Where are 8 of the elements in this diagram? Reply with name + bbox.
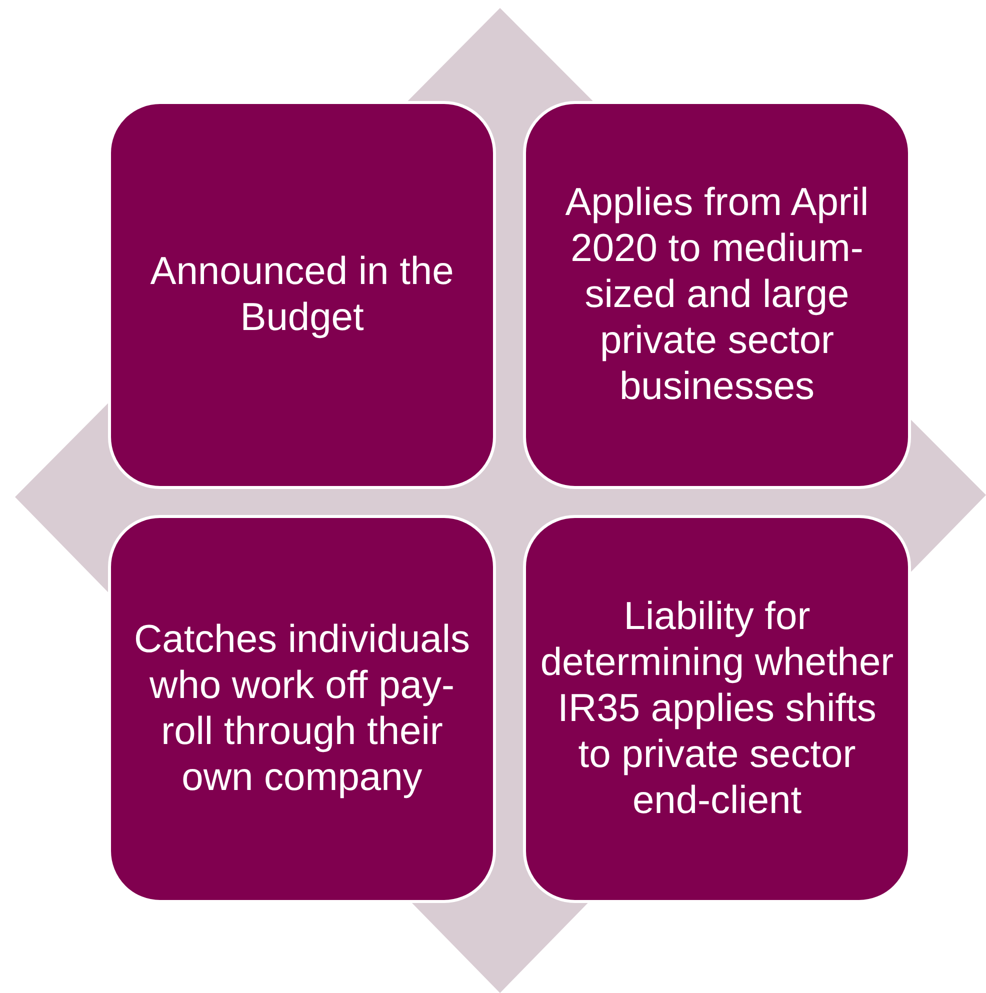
box-text: Liability for determining whether IR35 applies shifts to private sector end-client — [540, 594, 894, 824]
box-text: Announced in the Budget — [149, 249, 455, 341]
rounded-box — [523, 101, 911, 489]
rounded-box — [108, 515, 496, 903]
rounded-box — [108, 101, 496, 489]
box-text: Catches individuals who work off pay-roll through their own company — [132, 617, 471, 801]
rounded-box — [523, 515, 911, 903]
box-text: Applies from April 2020 to medium-sized and large private sector businesses — [564, 180, 870, 410]
